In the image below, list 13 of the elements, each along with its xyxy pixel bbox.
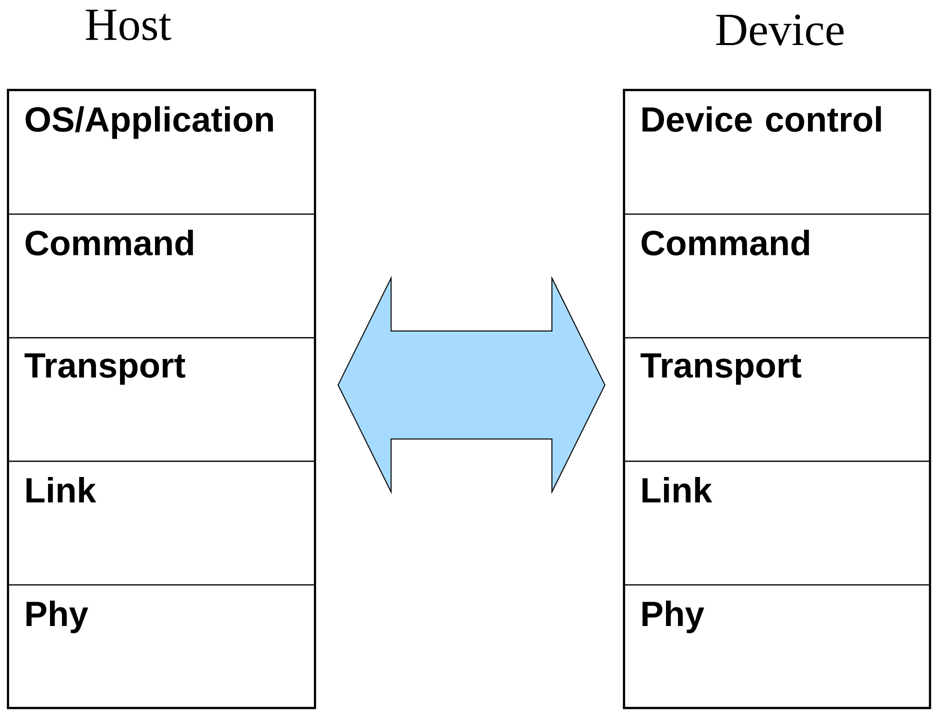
layer-box: Command <box>8 214 316 338</box>
layer-box: OS/Application <box>8 90 316 215</box>
layer-box: Link <box>8 460 316 586</box>
stack-title: Host <box>86 10 172 40</box>
double-arrow <box>338 276 606 494</box>
layer-box: Device control <box>624 90 931 215</box>
layer-box: Phy <box>624 584 931 709</box>
layer-box: Command <box>624 214 931 338</box>
stack-title: Device <box>716 14 844 46</box>
layer-box: Link <box>624 460 931 586</box>
layer-box: Phy <box>8 584 316 709</box>
layer-box: Transport <box>624 337 931 462</box>
layer-box: Transport <box>8 337 316 462</box>
